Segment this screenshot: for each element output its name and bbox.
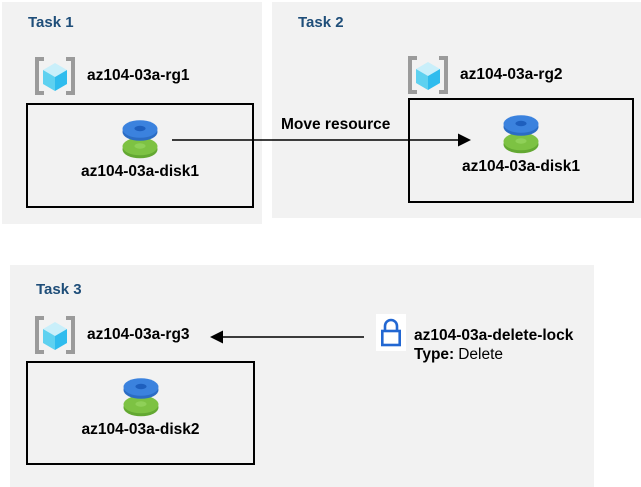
task2-title: Task 2 <box>298 14 344 31</box>
task3-disk-box: az104-03a-disk2 <box>26 361 255 465</box>
task2-panel: Task 2 az104-03a-rg2 <box>272 2 641 218</box>
disk-icon <box>117 116 163 160</box>
delete-lock-name: az104-03a-delete-lock <box>414 327 574 344</box>
task1-rg-label: az104-03a-rg1 <box>87 67 190 84</box>
task1-panel: Task 1 az104-03a-rg1 <box>2 2 262 224</box>
task3-disk-label: az104-03a-disk2 <box>81 421 200 438</box>
delete-lock-arrow <box>210 330 364 344</box>
task2-rg-label: az104-03a-rg2 <box>460 66 563 83</box>
task3-title: Task 3 <box>36 281 82 298</box>
task2-disk-box: az104-03a-disk1 <box>408 98 634 203</box>
task1-disk-box: az104-03a-disk1 <box>26 103 254 208</box>
resource-group-icon <box>32 55 78 97</box>
resource-group-icon <box>32 314 78 356</box>
task1-resource-group: az104-03a-rg1 <box>32 55 190 97</box>
delete-lock-text: az104-03a-delete-lock Type:Delete <box>414 326 573 364</box>
task1-disk-label: az104-03a-disk1 <box>80 163 200 180</box>
disk-icon <box>498 111 544 155</box>
task1-title: Task 1 <box>28 14 74 31</box>
resource-group-icon <box>405 54 451 96</box>
task3-rg-label: az104-03a-rg3 <box>87 326 190 343</box>
task3-panel: Task 3 az104-03a-rg3 <box>10 265 594 487</box>
task2-disk-label: az104-03a-disk1 <box>461 158 581 175</box>
lock-icon <box>376 314 406 351</box>
lock-type-value: Delete <box>458 346 504 363</box>
move-resource-arrow <box>172 133 471 147</box>
move-resource-label: Move resource <box>281 116 391 133</box>
task3-resource-group: az104-03a-rg3 <box>32 314 190 356</box>
task2-resource-group: az104-03a-rg2 <box>405 54 563 96</box>
disk-icon <box>118 374 164 418</box>
lock-type-label: Type: <box>414 346 455 363</box>
